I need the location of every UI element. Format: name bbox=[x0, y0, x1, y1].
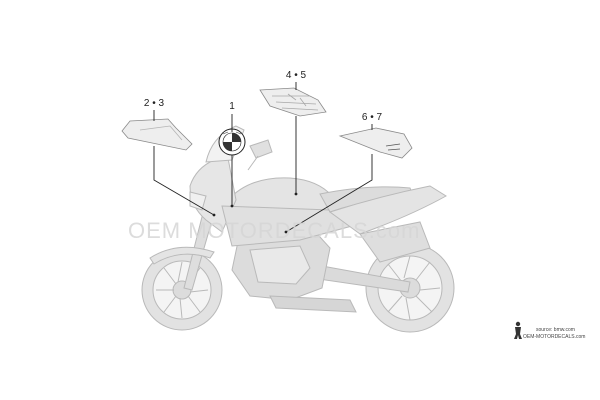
watermark-text: OEM MOTORDECALS.com bbox=[128, 218, 420, 243]
rear-hugger bbox=[359, 221, 431, 263]
callout-labels: 1 2 • 3 4 • 5 6 • 7 bbox=[144, 70, 383, 123]
side-panel bbox=[221, 205, 354, 247]
watermark: OEM MOTORDECALS.com bbox=[128, 218, 420, 243]
front-fender bbox=[149, 246, 215, 265]
mirror bbox=[249, 139, 273, 159]
decal-parts bbox=[121, 87, 413, 159]
rear-wheel bbox=[365, 243, 455, 333]
leader-lines bbox=[153, 82, 373, 234]
decal-4-5 bbox=[259, 87, 327, 117]
source-credit: source: bmw.com OEM-MOTORDECALS.com bbox=[514, 321, 585, 340]
decal-2-3 bbox=[121, 118, 193, 151]
front-wheel bbox=[141, 249, 223, 331]
leader-2-3 bbox=[153, 110, 215, 216]
tail-section bbox=[328, 185, 447, 235]
callout-1: 1 bbox=[229, 101, 235, 112]
exhaust bbox=[269, 295, 357, 313]
rider-logo-icon bbox=[514, 321, 522, 339]
callout-2-3: 2 • 3 bbox=[144, 98, 165, 109]
source-line-1: source: bmw.com bbox=[536, 327, 575, 333]
leader-6-7 bbox=[285, 124, 373, 233]
callout-6-7: 6 • 7 bbox=[362, 112, 383, 123]
motorcycle-illustration bbox=[141, 125, 455, 333]
decal-6-7 bbox=[338, 127, 413, 159]
source-line-2: OEM-MOTORDECALS.com bbox=[523, 334, 585, 340]
roundel-emblem bbox=[218, 128, 246, 156]
callout-4-5: 4 • 5 bbox=[286, 70, 307, 81]
